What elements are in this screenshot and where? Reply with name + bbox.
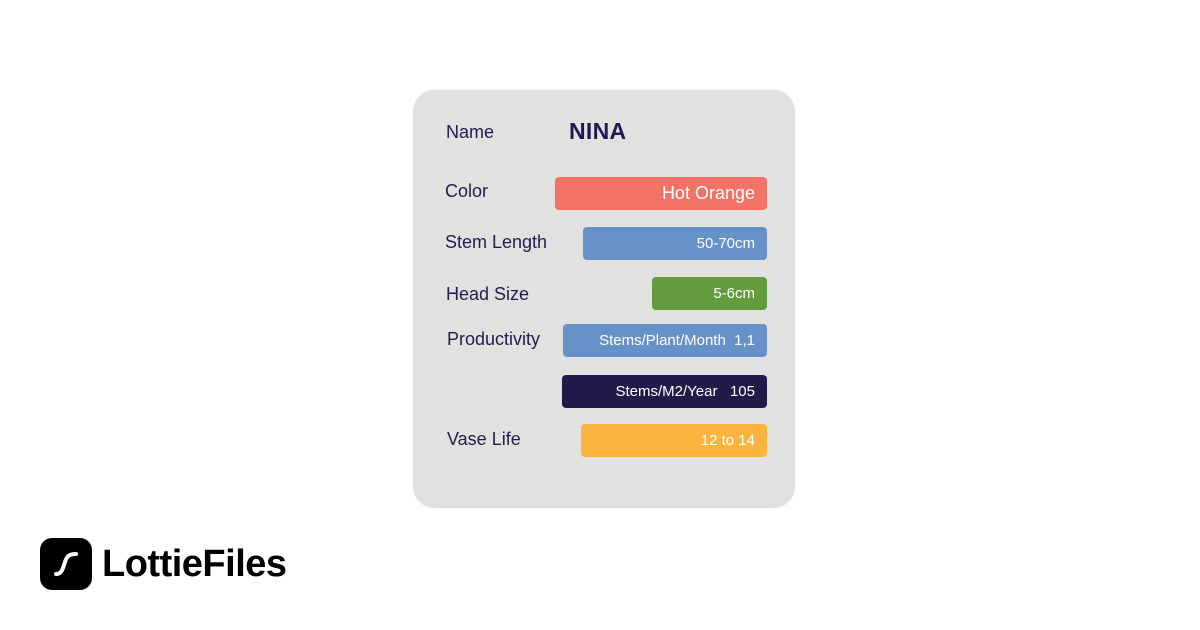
productivity-month-value: Stems/Plant/Month 1,1 bbox=[599, 332, 755, 349]
color-label: Color bbox=[445, 181, 489, 201]
head-size-label: Head Size bbox=[446, 284, 530, 304]
name-label: Name bbox=[446, 122, 495, 142]
productivity-year-value: Stems/M2/Year 105 bbox=[615, 383, 755, 400]
color-value-badge: Hot Orange bbox=[555, 177, 767, 210]
vase-life-badge: 12 to 14 bbox=[581, 424, 767, 457]
stem-length-value: 50-70cm bbox=[696, 235, 755, 252]
color-value: Hot Orange bbox=[661, 183, 755, 203]
stem-length-badge: 50-70cm bbox=[583, 227, 767, 260]
head-size-value: 5-6cm bbox=[713, 285, 755, 302]
head-size-badge: 5-6cm bbox=[652, 277, 767, 310]
productivity-year-badge: Stems/M2/Year 105 bbox=[562, 375, 767, 408]
lottiefiles-logo: LottieFiles bbox=[40, 538, 287, 590]
vase-life-label: Vase Life bbox=[447, 429, 521, 449]
brand-name: LottieFiles bbox=[102, 542, 287, 585]
productivity-label: Productivity bbox=[447, 329, 541, 349]
stem-length-label: Stem Length bbox=[445, 232, 548, 252]
vase-life-value: 12 to 14 bbox=[700, 432, 755, 449]
flower-spec-card: Name NINA Color Hot Orange Stem Length 5… bbox=[413, 90, 795, 508]
lottie-logo-icon bbox=[40, 538, 92, 590]
productivity-month-badge: Stems/Plant/Month 1,1 bbox=[563, 324, 767, 357]
name-value: NINA bbox=[569, 118, 627, 144]
